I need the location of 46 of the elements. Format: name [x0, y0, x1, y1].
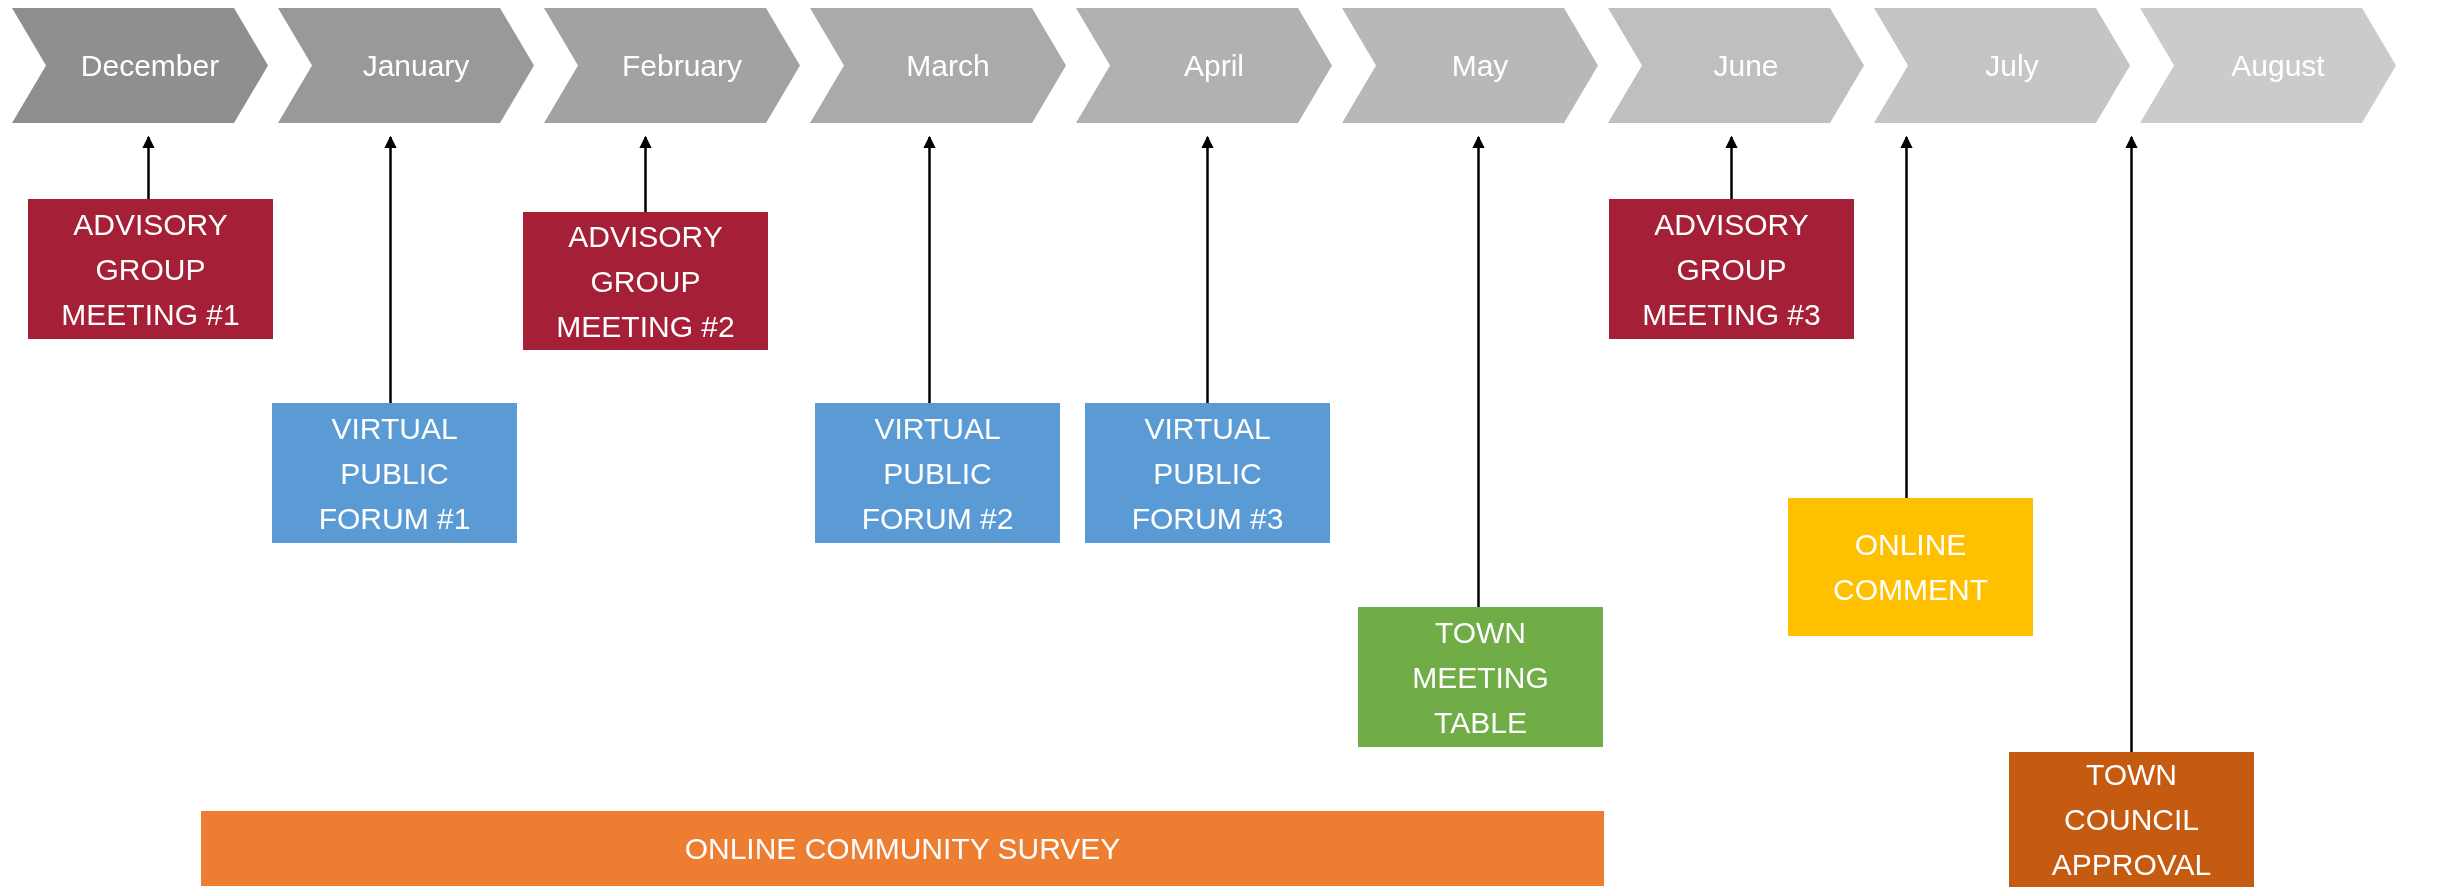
event-box: [1085, 403, 1330, 543]
event-label: ONLINE COMMUNITY SURVEY: [684, 831, 1121, 867]
month-label: December: [79, 48, 220, 84]
event-box: [28, 199, 273, 339]
event-label: VIRTUAL PUBLIC FORUM #1: [317, 410, 472, 537]
event-label: ADVISORY GROUP MEETING #1: [60, 206, 241, 333]
month-label: February: [620, 48, 742, 84]
event-label: ADVISORY GROUP MEETING #2: [555, 218, 736, 345]
event-box: [1609, 199, 1854, 339]
month-label: July: [1984, 48, 2039, 84]
arrow: [142, 135, 155, 199]
event-box: [272, 403, 517, 543]
month-banner: [1874, 8, 2130, 123]
event-box: [1358, 607, 1603, 747]
event-box: [523, 212, 768, 350]
month-banner: [12, 8, 268, 123]
arrow: [923, 135, 936, 403]
arrow: [1201, 135, 1214, 403]
month-banner: [278, 8, 534, 123]
event-label: ONLINE COMMENT: [1832, 527, 1989, 608]
arrow: [1472, 135, 1485, 607]
month-label: January: [361, 48, 470, 84]
arrow: [384, 135, 397, 403]
event-label: VIRTUAL PUBLIC FORUM #2: [860, 410, 1015, 537]
month-label: March: [905, 48, 990, 84]
event-box: [2009, 752, 2254, 887]
month-banner: [544, 8, 800, 123]
month-banner: [810, 8, 1066, 123]
event-label: ADVISORY GROUP MEETING #3: [1641, 206, 1822, 333]
event-label: TOWN COUNCIL APPROVAL: [2050, 757, 2213, 883]
month-label: May: [1450, 48, 1509, 84]
survey-bar: [201, 811, 1604, 886]
arrow: [1900, 135, 1913, 498]
month-banner: [1608, 8, 1864, 123]
event-box: [815, 403, 1060, 543]
month-banner: [1342, 8, 1598, 123]
month-banner: [1076, 8, 1332, 123]
month-banner: [2140, 8, 2396, 123]
event-label: TOWN MEETING TABLE: [1411, 614, 1550, 741]
arrow: [1725, 135, 1738, 199]
arrow: [2125, 135, 2138, 752]
month-label: April: [1183, 48, 1244, 84]
event-box: [1788, 498, 2033, 636]
arrow: [639, 135, 652, 212]
event-label: VIRTUAL PUBLIC FORUM #3: [1130, 410, 1285, 537]
month-label: June: [1712, 48, 1779, 84]
